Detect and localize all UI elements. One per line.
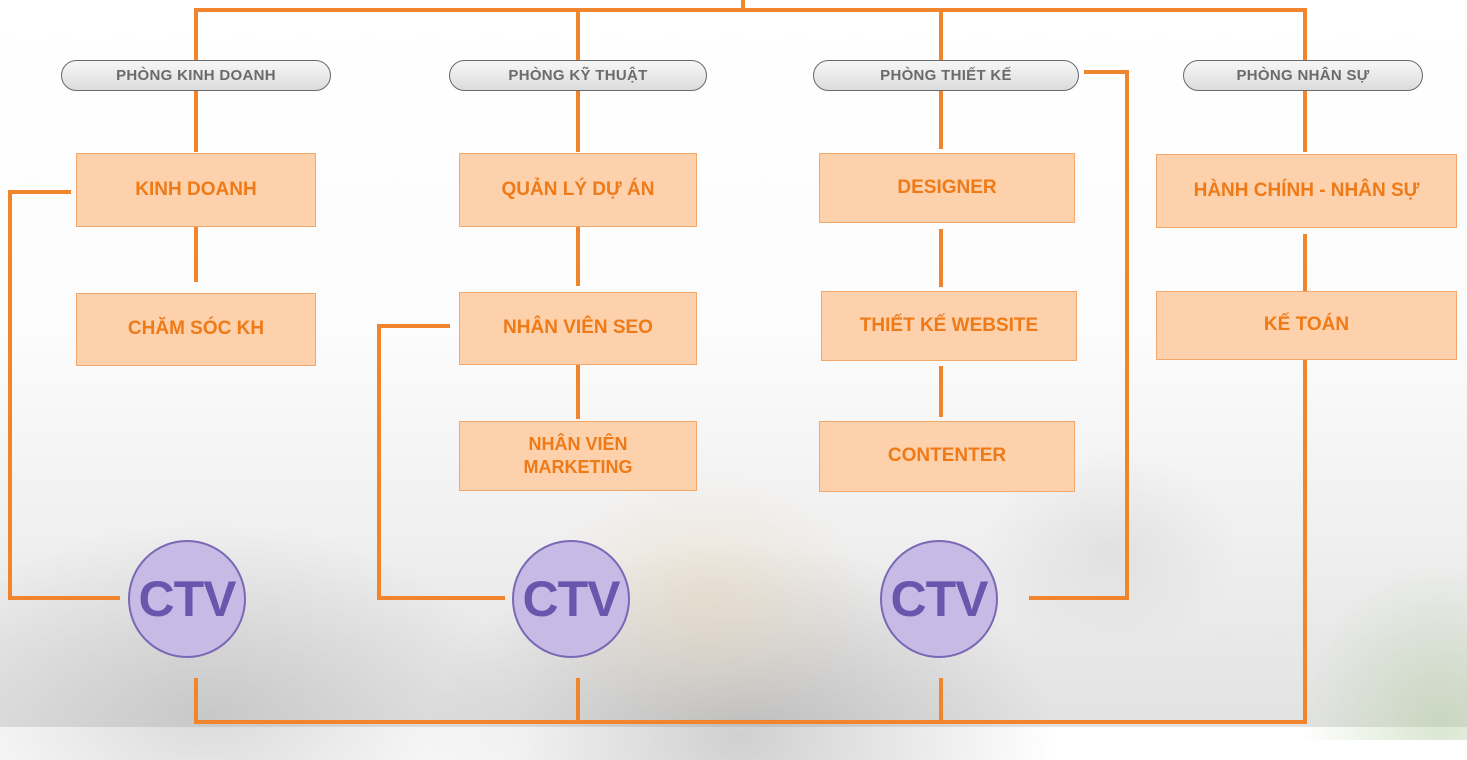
unit-quan-ly-du-an: QUẢN LÝ DỰ ÁN [459, 153, 697, 227]
unit-nhan-vien-seo-label: NHÂN VIÊN SEO [503, 317, 653, 339]
unit-designer: DESIGNER [819, 153, 1075, 223]
unit-hanh-chinh-nhan-su: HÀNH CHÍNH - NHÂN SỰ [1156, 154, 1457, 228]
ctv-circle-ky-thuat: CTV [512, 540, 630, 658]
ctv-circle-thiet-ke: CTV [880, 540, 998, 658]
connector-lines [8, 0, 1307, 724]
unit-cham-soc-kh: CHĂM SÓC KH [76, 293, 316, 366]
unit-nhan-vien-marketing-line1: NHÂN VIÊN [528, 433, 628, 454]
dept-ky-thuat: PHÒNG KỸ THUẬT [449, 60, 707, 91]
dept-thiet-ke-label: PHÒNG THIẾT KẾ [880, 67, 1012, 84]
unit-kinh-doanh-label: KINH DOANH [135, 178, 257, 200]
dept-nhan-su-label: PHÒNG NHÂN SỰ [1236, 67, 1370, 84]
unit-thiet-ke-website-label: THIẾT KẾ WEBSITE [859, 314, 1039, 336]
unit-designer-label: DESIGNER [897, 176, 997, 198]
unit-hanh-chinh-nhan-su-label: HÀNH CHÍNH - NHÂN SỰ [1193, 179, 1420, 201]
unit-cham-soc-kh-label: CHĂM SÓC KH [127, 318, 265, 340]
ctv-label-3: CTV [890, 571, 989, 627]
unit-thiet-ke-website: THIẾT KẾ WEBSITE [821, 291, 1077, 361]
dept-kinh-doanh: PHÒNG KINH DOANH [61, 60, 331, 91]
unit-kinh-doanh: KINH DOANH [76, 153, 316, 227]
unit-ke-toan-label: KẾ TOÁN [1263, 314, 1350, 336]
dept-nhan-su: PHÒNG NHÂN SỰ [1183, 60, 1423, 91]
dept-thiet-ke: PHÒNG THIẾT KẾ [813, 60, 1079, 91]
unit-nhan-vien-marketing-line2: MARKETING [523, 457, 633, 477]
dept-ky-thuat-label: PHÒNG KỸ THUẬT [508, 67, 648, 84]
unit-ke-toan: KẾ TOÁN [1156, 291, 1457, 360]
unit-nhan-vien-marketing: NHÂN VIÊN MARKETING [459, 421, 697, 491]
dept-kinh-doanh-label: PHÒNG KINH DOANH [116, 67, 276, 84]
ctv-label-2: CTV [522, 571, 621, 627]
ctv-label-1: CTV [138, 571, 237, 627]
unit-contenter: CONTENTER [819, 421, 1075, 492]
unit-nhan-vien-seo: NHÂN VIÊN SEO [459, 292, 697, 365]
unit-contenter-label: CONTENTER [887, 445, 1007, 467]
ctv-circle-kinh-doanh: CTV [128, 540, 246, 658]
unit-quan-ly-du-an-label: QUẢN LÝ DỰ ÁN [501, 178, 655, 200]
